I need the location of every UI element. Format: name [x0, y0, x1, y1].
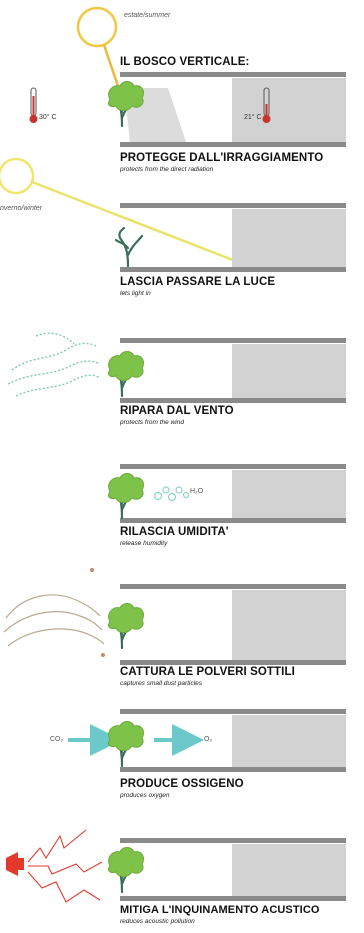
- panel-1-title: PROTEGGE DALL'IRRAGGIAMENTO: [120, 152, 324, 164]
- slab-top: [120, 72, 346, 77]
- panel-2-graphic: [0, 157, 346, 272]
- panel-3-subtitle: protects from the wind: [120, 419, 184, 426]
- panel-2-subtitle: lets light in: [120, 290, 151, 297]
- winter-ray: [31, 180, 239, 264]
- panel-3-title: RIPARA DAL VENTO: [120, 405, 234, 417]
- thermometer-outside-icon: [29, 87, 38, 123]
- sun-icon-winter: [0, 157, 35, 195]
- panel-5-subtitle: captures small dust particles: [120, 680, 203, 687]
- thermometer-inside-icon: [262, 87, 271, 123]
- wind-lines: [7, 332, 101, 397]
- sun-icon: [76, 6, 118, 48]
- co2-label: CO₂: [50, 736, 64, 743]
- wall: [232, 78, 346, 142]
- panel-2-title: LASCIA PASSARE LA LUCE: [120, 276, 276, 288]
- panel-6-title: PRODUCE OSSIGENO: [120, 778, 244, 790]
- panel-3-graphic: [7, 332, 346, 403]
- page-title: IL BOSCO VERTICALE:: [120, 56, 250, 68]
- noise-lines: [27, 829, 103, 903]
- water-bubbles-icon: [153, 486, 190, 502]
- season-summer-label: estate/summer: [124, 12, 171, 19]
- season-winter-label: nverno/winter: [0, 205, 43, 212]
- bare-tree: [114, 226, 144, 268]
- water-label: H₂O: [190, 488, 204, 495]
- panel-6-graphic: [68, 709, 346, 772]
- o2-label: O₂: [204, 736, 213, 743]
- slab-bottom: [120, 142, 346, 147]
- panel-7-subtitle: reduces acoustic pollution: [120, 918, 195, 925]
- panel-4-title: RILASCIA UMIDITA': [120, 526, 229, 538]
- sun-ray: [102, 44, 122, 93]
- temp-outside: 30° C: [39, 114, 57, 121]
- panel-1-subtitle: protects from the direct radiation: [120, 166, 214, 173]
- dust-lines: [3, 594, 105, 647]
- panel-7-title: MITIGA L'INQUINAMENTO ACUSTICO: [120, 904, 320, 916]
- megaphone-icon: [6, 852, 24, 876]
- panel-5-title: CATTURA LE POLVERI SOTTILI: [120, 666, 295, 678]
- panel-5-graphic: [3, 568, 346, 665]
- panel-7-graphic: [6, 829, 346, 903]
- panel-4-graphic: [107, 464, 346, 523]
- panel-6-subtitle: produces oxygen: [120, 792, 170, 799]
- temp-inside: 21° C: [244, 114, 262, 121]
- panel-4-subtitle: release humidity: [120, 540, 168, 547]
- panel-1-graphic: [29, 6, 346, 147]
